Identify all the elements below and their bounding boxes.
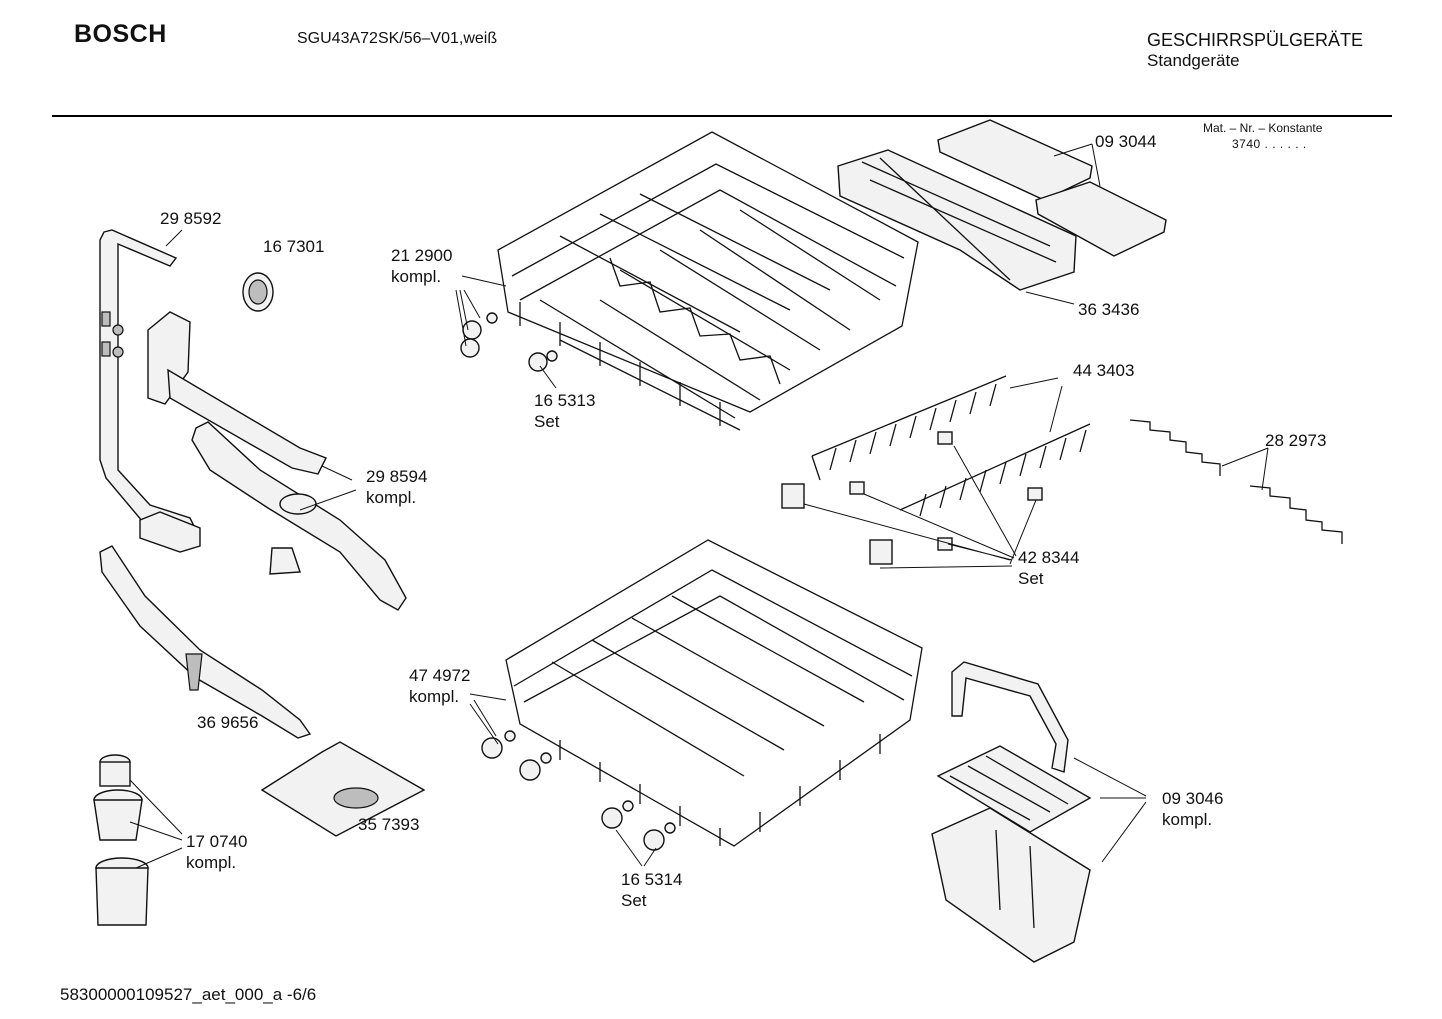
part-label-16-5314: 16 5314 Set	[621, 870, 683, 910]
upper-basket-drawing	[497, 131, 919, 431]
flat-sieve-drawing	[260, 741, 426, 837]
spray-head-drawing	[242, 272, 274, 312]
header-divider	[52, 115, 1392, 117]
clips-drawing	[937, 119, 1167, 257]
part-label-42-8344: 42 8344 Set	[1018, 548, 1080, 588]
filter-drawing	[93, 754, 149, 926]
part-label-28-2973: 28 2973	[1265, 431, 1327, 450]
part-label-16-5313: 16 5313 Set	[534, 391, 596, 431]
lower-basket-drawing	[505, 539, 923, 847]
part-label-16-7301: 16 7301	[263, 237, 325, 256]
part-label-21-2900: 21 2900 kompl.	[391, 246, 453, 286]
part-label-29-8594: 29 8594 kompl.	[366, 467, 428, 507]
part-label-17-0740: 17 0740 kompl.	[186, 832, 248, 872]
lower-spray-arm-drawing	[99, 545, 312, 739]
rack-rails-drawing	[1129, 419, 1343, 544]
upper-spray-arm-drawing	[147, 311, 407, 611]
subcategory-title: Standgeräte	[1147, 51, 1240, 70]
leader-lines	[129, 143, 1269, 869]
model-number: SGU43A72SK/56–V01,weiß	[297, 30, 498, 47]
part-label-09-3046: 09 3046 kompl.	[1162, 789, 1224, 829]
part-label-47-4972: 47 4972 kompl.	[409, 666, 471, 706]
material-number-value: 3740 . . . . . .	[1232, 137, 1307, 151]
category-title: GESCHIRRSPÜLGERÄTE	[1147, 30, 1364, 50]
document-id: 58300000109527_aet_000_a -6/6	[60, 985, 317, 1004]
holder-clips-drawing	[781, 431, 1043, 565]
cutlery-tray-drawing	[837, 149, 1077, 291]
upper-basket-wheels-drawing	[460, 312, 558, 372]
part-label-36-9656: 36 9656	[197, 713, 259, 732]
part-label-29-8592: 29 8592	[160, 209, 222, 228]
part-label-09-3044: 09 3044	[1095, 132, 1157, 151]
spray-pipe-drawing	[99, 229, 201, 553]
brand-logo: BOSCH	[74, 20, 167, 48]
material-number-label: Mat. – Nr. – Konstante	[1203, 121, 1323, 135]
spike-rows-drawing	[811, 375, 1091, 517]
part-label-35-7393: 35 7393	[358, 815, 420, 834]
lower-basket-wheels-drawing	[481, 730, 676, 851]
part-label-44-3403: 44 3403	[1073, 361, 1135, 380]
cutlery-basket-drawing	[931, 661, 1092, 963]
part-label-36-3436: 36 3436	[1078, 300, 1140, 319]
